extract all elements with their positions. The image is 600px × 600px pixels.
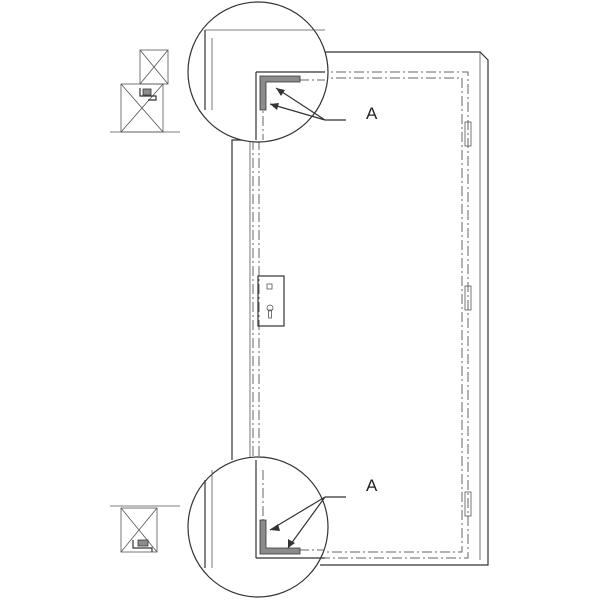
arrowhead	[288, 539, 295, 548]
magnifier-bottom	[187, 456, 329, 598]
hinge-bottom	[464, 491, 472, 517]
callout-label-bottom: A	[366, 476, 378, 495]
hinge-top	[464, 121, 472, 147]
keyhole-icon	[266, 304, 274, 312]
hinge-middle	[464, 285, 472, 311]
callout-top: A	[269, 87, 378, 123]
lock-plate	[257, 275, 285, 327]
hinges	[464, 121, 472, 517]
magnifier-top	[187, 1, 329, 143]
section-detail-bottom	[110, 505, 180, 553]
arrowhead	[270, 524, 280, 531]
arrowhead	[276, 88, 285, 96]
section-detail-top	[110, 49, 180, 133]
seal-profile-top	[259, 75, 301, 111]
door-leaf	[252, 71, 469, 559]
callout-label-top: A	[366, 104, 378, 123]
callout-bottom: A	[269, 476, 378, 549]
seal-profile-bottom	[259, 519, 301, 555]
arrowhead	[270, 103, 279, 110]
handle-spindle-icon	[266, 283, 273, 290]
